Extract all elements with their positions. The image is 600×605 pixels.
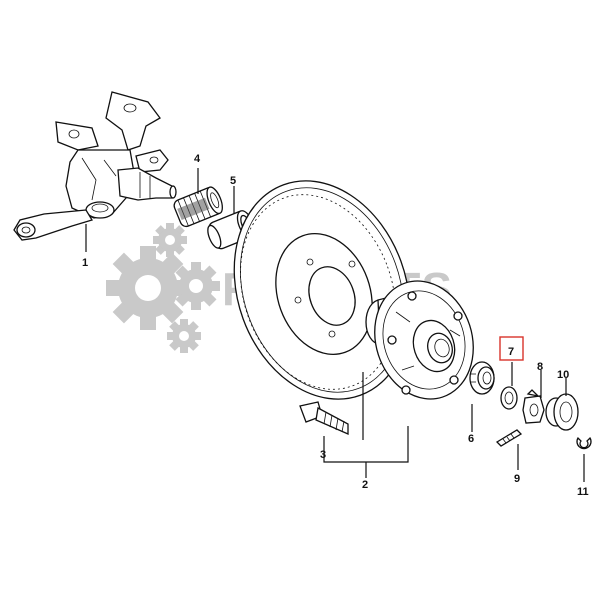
wheel-hub-part: [365, 280, 474, 400]
lock-screw-part: [495, 429, 523, 447]
leader-lines: [85, 168, 585, 482]
tapered-roller-bearing-part: [173, 186, 223, 228]
watermark-gear-medium-icon: [172, 262, 220, 310]
lock-nut-part: [522, 389, 545, 424]
callout-7-highlight-box: [499, 336, 524, 361]
callout-11: 11: [577, 486, 589, 498]
callout-labels: 1 2 3 4 5 6 7 8 9 10 11: [82, 153, 589, 498]
retaining-clip-part: [576, 436, 592, 450]
callout-6: 6: [468, 433, 474, 445]
watermark-gear-small-top-icon: [153, 223, 187, 257]
callout-8: 8: [537, 361, 543, 373]
wheel-bolt-part: [299, 401, 349, 435]
brake-disc-part: [233, 180, 411, 400]
callout-9: 9: [514, 473, 520, 485]
watermark-gear-small-bottom-icon: [167, 319, 201, 353]
callout-2: 2: [362, 479, 368, 491]
callout-3: 3: [320, 449, 326, 461]
steering-knuckle-part: [13, 91, 177, 241]
callout-5: 5: [230, 175, 236, 187]
grease-cap-part: [545, 393, 579, 431]
callout-10: 10: [557, 369, 569, 381]
callout-1: 1: [82, 257, 88, 269]
outer-bearing-part: [469, 361, 495, 395]
thrust-washer-part: [500, 386, 518, 410]
watermark-gear-large-icon: [106, 246, 190, 330]
callout-4: 4: [194, 153, 201, 165]
callout-7: 7: [508, 346, 514, 358]
